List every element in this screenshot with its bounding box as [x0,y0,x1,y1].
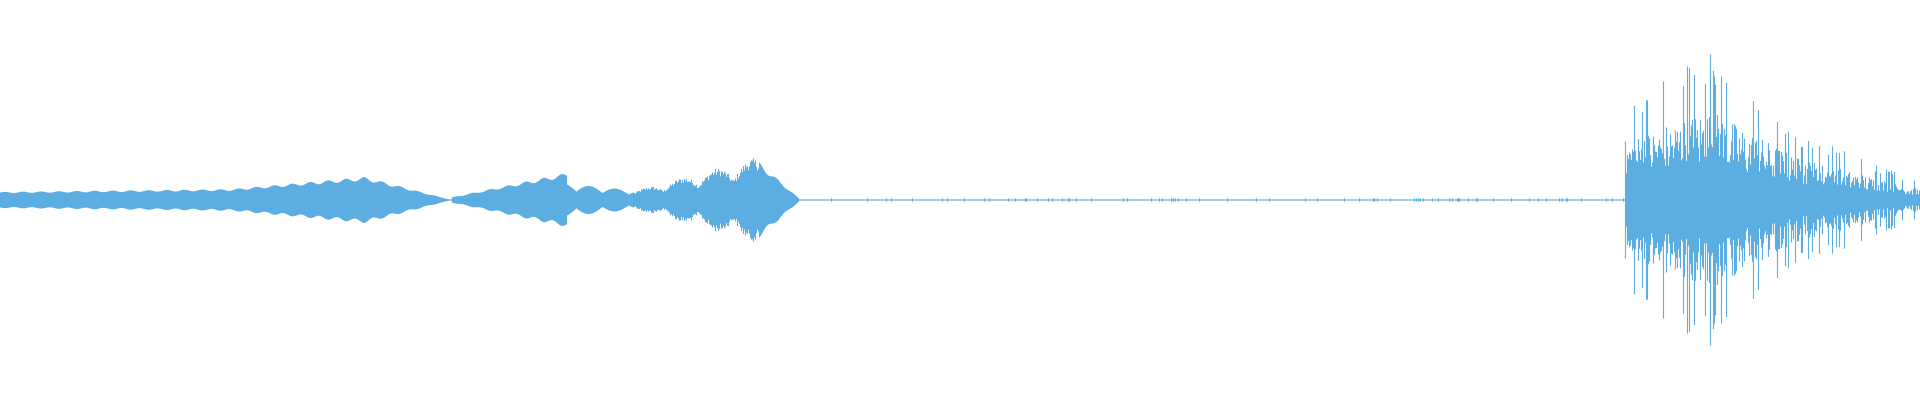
waveform-samples [0,54,1920,346]
